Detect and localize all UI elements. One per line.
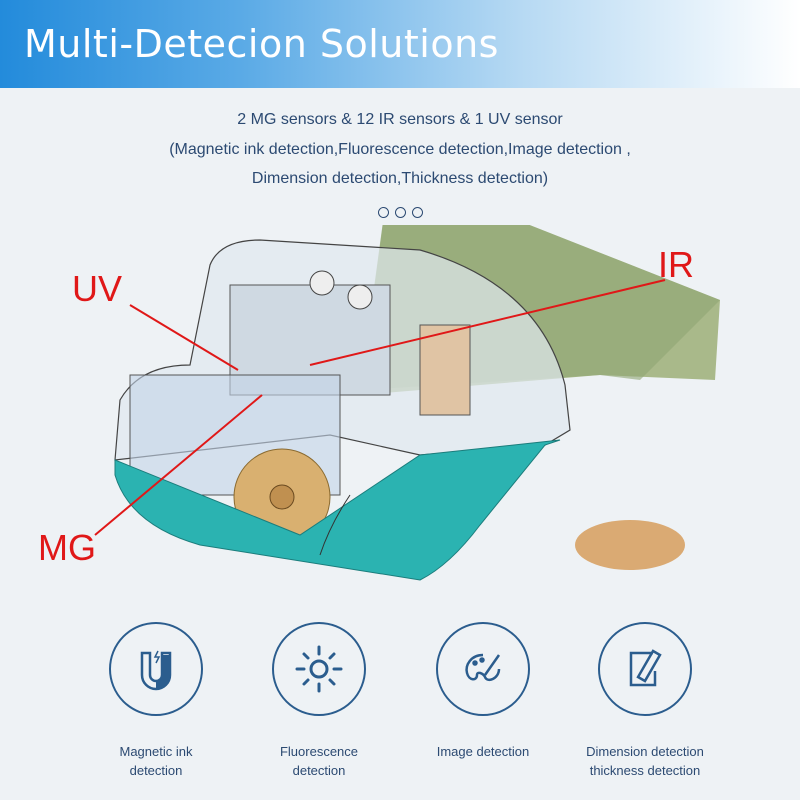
- feature-magnetic: Magnetic ink detection: [76, 622, 236, 780]
- ir-label: IR: [658, 244, 694, 285]
- feature-label: Magnetic ink: [119, 744, 193, 759]
- carousel-dots: [0, 205, 800, 223]
- mg-label: MG: [38, 527, 96, 568]
- device-body: [114, 239, 571, 581]
- dot[interactable]: [411, 207, 423, 218]
- intro-line-1: 2 MG sensors & 12 IR sensors & 1 UV sens…: [237, 111, 563, 128]
- feature-label: thickness detection: [589, 763, 701, 778]
- ruler-icon: [598, 622, 692, 716]
- feature-label: detection: [129, 763, 183, 778]
- sun-icon: [272, 622, 366, 716]
- dot[interactable]: [394, 207, 406, 218]
- feature-dimension: Dimension detection thickness detection: [565, 622, 725, 780]
- page-title: Multi-Detecion Solutions: [24, 22, 499, 66]
- magnet-icon: [109, 622, 203, 716]
- feature-label: Image detection: [436, 744, 530, 759]
- palette-icon: [436, 622, 530, 716]
- header-banner: Multi-Detecion Solutions: [0, 0, 800, 88]
- dot[interactable]: [377, 207, 389, 218]
- uv-label: UV: [72, 268, 123, 309]
- feature-image: Image detection: [403, 622, 563, 761]
- feature-fluorescence: Fluorescence detection: [239, 622, 399, 780]
- feature-label: Fluorescence: [279, 744, 359, 759]
- feature-label: detection: [292, 763, 346, 778]
- detector-illustration: [94, 225, 720, 581]
- intro-line-2: (Magnetic ink detection,Fluorescence det…: [169, 141, 631, 158]
- feature-label: Dimension detection: [586, 744, 704, 759]
- intro-line-3: Dimension detection,Thickness detection): [251, 170, 549, 187]
- callout-arrows: [94, 279, 666, 536]
